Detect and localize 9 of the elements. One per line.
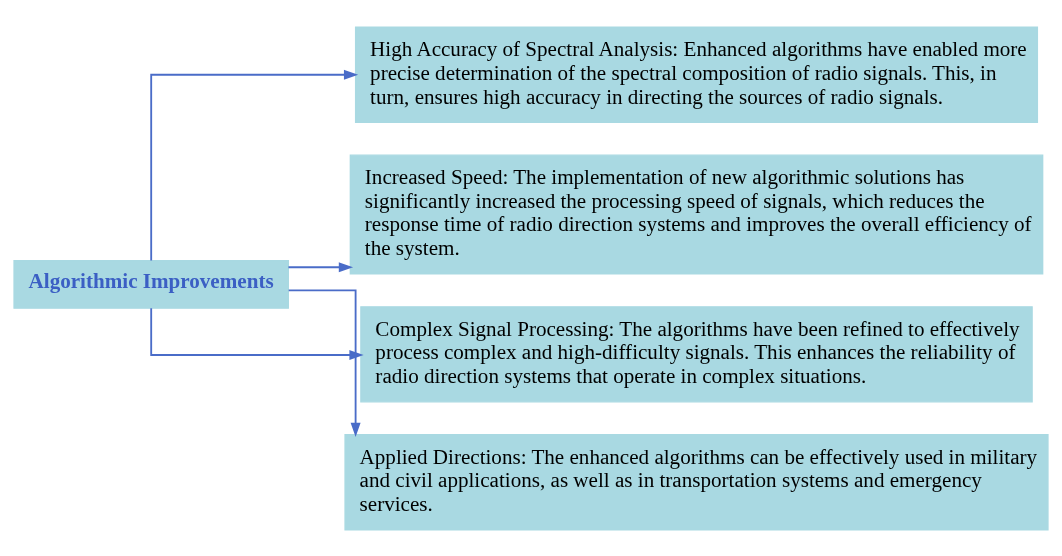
arrow: [150, 69, 359, 261]
node-box: Algorithmic Improvements: [13, 259, 289, 309]
node-box: Applied Directions: The enhanced algorithms can be effectively used in military and civil applications, as well as in transportation systems and emergency services.: [344, 433, 1049, 530]
arrow: [287, 261, 354, 272]
arrow: [287, 288, 361, 437]
node-box: High Accuracy of Spectral Analysis: Enhanced algorithms have enabled more precise determination of the spectral composition of radio signals. This, in turn, ensures high accuracy in directing the sources of radio signals.: [354, 26, 1039, 123]
node-box: Increased Speed: The implementation of new algorithmic solutions has significantly increased the processing speed of signals, which reduces the response time of radio direction systems and improves the overall efficiency of the system.: [349, 154, 1044, 275]
node-box: Complex Signal Processing: The algorithms have been refined to effectively process complex and high-difficulty signals. This enhances the reliability of radio direction systems that operate in complex situations.: [360, 305, 1033, 402]
arrow: [150, 306, 364, 360]
